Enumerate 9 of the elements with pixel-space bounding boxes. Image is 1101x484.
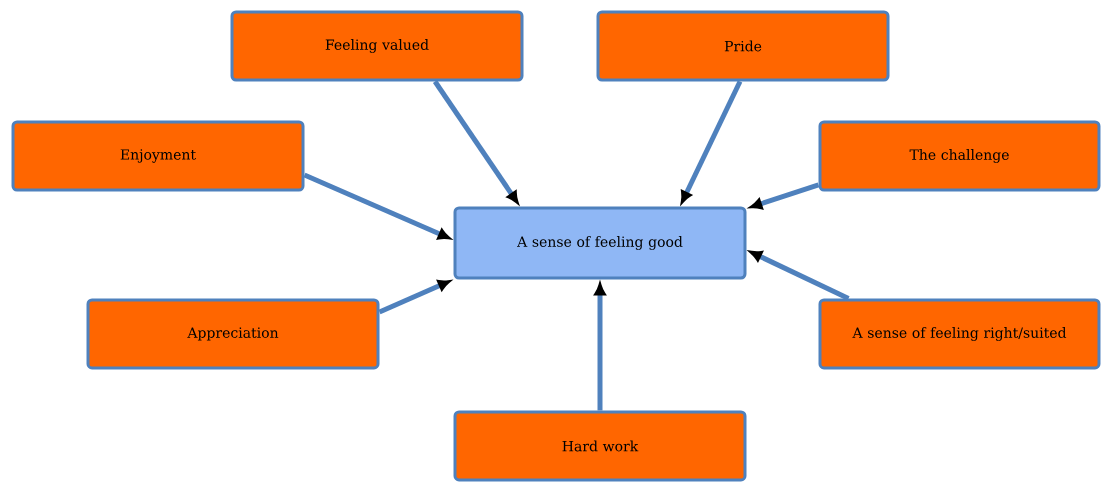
- cause-box: Hard work: [453, 410, 747, 482]
- cause-box: Enjoyment: [11, 120, 305, 192]
- cause-box: A sense of feeling right/suited: [818, 298, 1101, 370]
- cause-box: Appreciation: [86, 298, 380, 370]
- cause-box: The challenge: [818, 120, 1101, 192]
- center-box: A sense of feeling good: [453, 206, 747, 280]
- cause-box: Pride: [596, 10, 890, 82]
- arrow: [432, 80, 519, 204]
- cause-box: Feeling valued: [230, 10, 524, 82]
